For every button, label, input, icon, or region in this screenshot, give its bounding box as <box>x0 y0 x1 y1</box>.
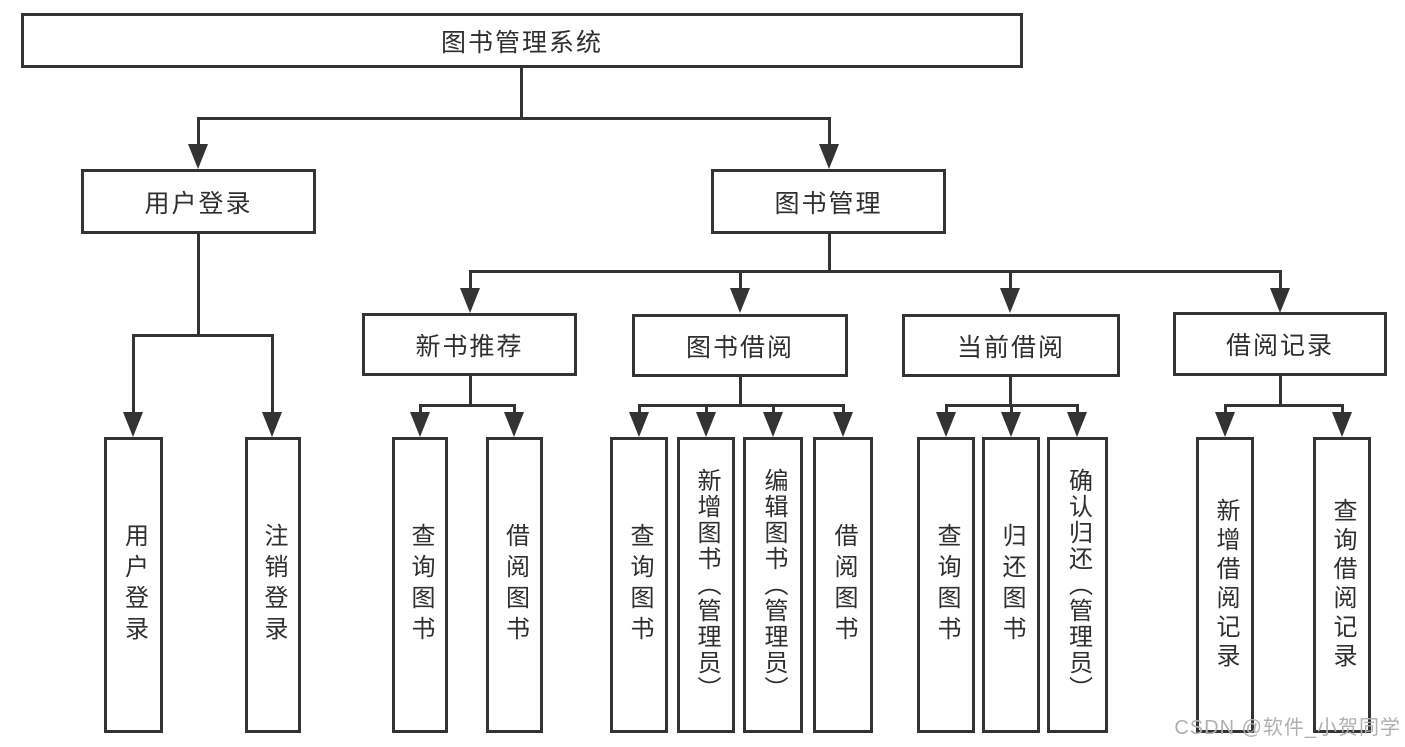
arrow-down-icon <box>504 412 524 437</box>
connector-userlogin-stem <box>197 234 200 337</box>
leaf-query-books-recommend: 查询图书 <box>392 437 448 733</box>
connector-root-drop-right <box>828 117 831 148</box>
connector-current-stem <box>1009 377 1012 407</box>
leaf-label: 借阅图书 <box>830 523 857 647</box>
connector-borrowing-drop-2 <box>705 404 708 416</box>
arrow-down-icon <box>730 288 750 313</box>
watermark: CSDN @软件_小贺同学 <box>1174 717 1401 739</box>
connector-bookmgmt-drop-2 <box>739 270 742 292</box>
connector-borrowing-drop-4 <box>842 404 845 416</box>
node-label: 图书借阅 <box>685 333 794 362</box>
leaf-label: 新增图书（管理员） <box>693 468 720 702</box>
node-label: 图书管理 <box>774 189 883 218</box>
leaf-user-login: 用户登录 <box>104 437 163 733</box>
leaf-borrow-books-recommend: 借阅图书 <box>486 437 543 733</box>
connector-userlogin-drop-1 <box>132 334 135 416</box>
connector-bookmgmt-drop-3 <box>1009 270 1012 292</box>
arrow-down-icon <box>833 412 853 437</box>
leaf-return-books: 归还图书 <box>982 437 1040 733</box>
leaf-label: 确认归还（管理员） <box>1064 468 1092 702</box>
node-label: 当前借阅 <box>956 333 1065 362</box>
node-library-management-system: 图书管理系统 <box>21 13 1023 68</box>
node-new-book-recommend: 新书推荐 <box>362 313 577 376</box>
leaf-query-books-borrowing: 查询图书 <box>610 437 668 733</box>
node-borrow-records: 借阅记录 <box>1173 312 1387 376</box>
connector-current-drop-2 <box>1010 404 1013 416</box>
arrow-down-icon <box>123 412 143 437</box>
arrow-down-icon <box>262 412 282 437</box>
leaf-label: 借阅图书 <box>501 523 529 647</box>
leaf-add-books-admin: 新增图书（管理员） <box>677 437 735 733</box>
leaf-label: 查询图书 <box>407 523 434 647</box>
arrow-down-icon <box>1000 288 1020 313</box>
node-book-management: 图书管理 <box>711 169 946 234</box>
node-current-borrowing: 当前借阅 <box>902 314 1120 377</box>
connector-records-branch <box>1224 404 1343 407</box>
arrow-down-icon <box>1001 412 1021 437</box>
leaf-logout: 注销登录 <box>245 437 301 733</box>
leaf-query-books-current: 查询图书 <box>917 437 975 733</box>
leaf-label: 编辑图书（管理员） <box>760 468 787 702</box>
leaf-borrow-books-borrowing: 借阅图书 <box>813 437 873 733</box>
leaf-label: 查询图书 <box>933 523 960 647</box>
leaf-label: 归还图书 <box>998 523 1025 647</box>
leaf-label: 用户登录 <box>120 523 148 647</box>
arrow-down-icon <box>936 412 956 437</box>
leaf-query-borrow-record: 查询借阅记录 <box>1313 437 1371 733</box>
connector-userlogin-drop-2 <box>271 334 274 416</box>
node-label: 新书推荐 <box>415 332 524 361</box>
arrow-down-icon <box>696 412 716 437</box>
connector-borrowing-branch <box>638 404 844 407</box>
connector-records-stem <box>1279 376 1282 407</box>
node-label: 借阅记录 <box>1225 332 1334 360</box>
connector-borrowing-stem <box>739 377 742 407</box>
arrow-down-icon <box>188 144 208 169</box>
connector-newbook-stem <box>469 376 472 407</box>
leaf-label: 查询借阅记录 <box>1329 498 1356 672</box>
leaf-confirm-return-admin: 确认归还（管理员） <box>1047 437 1108 733</box>
connector-borrowing-drop-3 <box>772 404 775 416</box>
connector-borrowing-drop-1 <box>638 404 641 416</box>
connector-newbook-branch <box>419 404 516 407</box>
connector-bookmgmt-branch <box>469 270 1281 273</box>
leaf-add-borrow-record: 新增借阅记录 <box>1196 437 1254 733</box>
leaf-edit-books-admin: 编辑图书（管理员） <box>743 437 803 733</box>
connector-records-drop-1 <box>1224 404 1227 416</box>
connector-newbook-drop-1 <box>419 404 422 416</box>
arrow-down-icon <box>1067 412 1087 437</box>
arrow-down-icon <box>1332 412 1352 437</box>
arrow-down-icon <box>819 144 839 169</box>
connector-root-drop-left <box>197 117 200 148</box>
arrow-down-icon <box>629 412 649 437</box>
connector-newbook-drop-2 <box>513 404 516 416</box>
connector-records-drop-2 <box>1341 404 1344 416</box>
node-label: 用户登录 <box>144 189 253 218</box>
arrow-down-icon <box>460 288 480 313</box>
node-user-login: 用户登录 <box>81 169 316 234</box>
connector-bookmgmt-stem <box>828 234 831 273</box>
node-book-borrowing: 图书借阅 <box>632 314 848 377</box>
leaf-label: 注销登录 <box>260 523 287 647</box>
leaf-label: 查询图书 <box>626 523 653 647</box>
connector-current-drop-1 <box>945 404 948 416</box>
connector-root-stem <box>520 68 523 118</box>
arrow-down-icon <box>1215 412 1235 437</box>
connector-bookmgmt-drop-4 <box>1279 270 1282 292</box>
arrow-down-icon <box>763 412 783 437</box>
arrow-down-icon <box>1270 288 1290 313</box>
node-label: 图书管理系统 <box>440 28 603 57</box>
arrow-down-icon <box>410 412 430 437</box>
connector-root-branch <box>197 117 831 120</box>
leaf-label: 新增借阅记录 <box>1212 498 1239 672</box>
connector-userlogin-branch <box>132 334 274 337</box>
connector-current-drop-3 <box>1076 404 1079 416</box>
connector-bookmgmt-drop-1 <box>469 270 472 292</box>
